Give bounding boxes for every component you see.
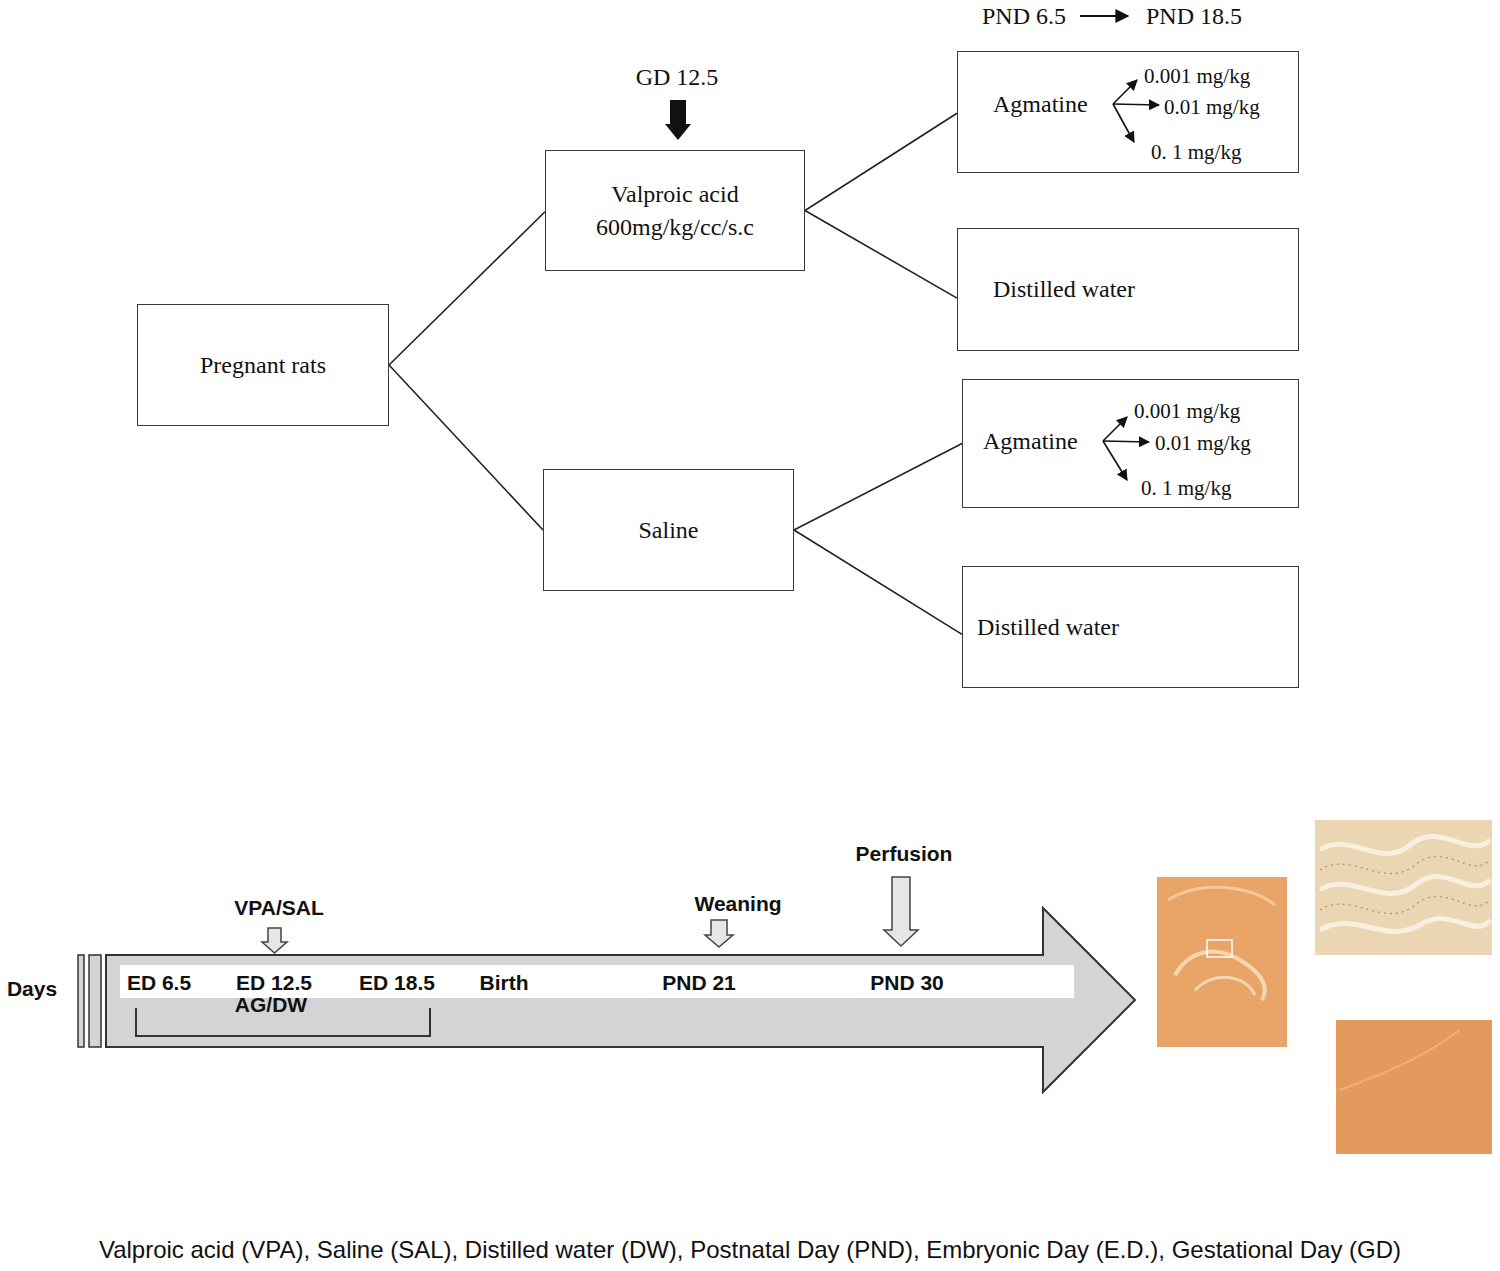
process-box: Valproic acid 600mg/kg/cc/s.c (545, 150, 805, 271)
box-label: Agmatine (993, 88, 1088, 120)
timeline-label: ED 18.5 (359, 972, 435, 993)
box-label: Distilled water (977, 611, 1119, 643)
timeline-label: Perfusion (856, 843, 953, 864)
timeline-label: AG/DW (235, 994, 307, 1015)
timeline-label: VPA/SAL (234, 897, 323, 918)
box-label: Pregnant rats (200, 349, 326, 381)
branch-line (805, 211, 957, 299)
dose-label: 0.01 mg/kg (1155, 429, 1251, 457)
timeline-label: PND 21 (662, 972, 736, 993)
dose-label: 0. 1 mg/kg (1151, 138, 1241, 166)
process-box: Agmatine 0.001 mg/kg 0.01 mg/kg 0. 1 mg/kg (957, 51, 1299, 173)
event-arrow (262, 928, 287, 953)
event-arrow (884, 877, 918, 946)
box-label: Distilled water (993, 273, 1135, 305)
timeline-arrow (106, 908, 1135, 1092)
process-box: Agmatine 0.001 mg/kg 0.01 mg/kg 0. 1 mg/kg (962, 379, 1299, 508)
branch-line (794, 444, 962, 530)
hippocampus-micrograph (1157, 877, 1287, 1047)
timeline-label: ED 6.5 (127, 972, 191, 993)
cortex-micrograph (1336, 1020, 1492, 1154)
timeline-label: Weaning (694, 893, 781, 914)
dose-label: 0.001 mg/kg (1134, 397, 1240, 425)
break-mark (78, 955, 84, 1047)
dose-label: 0. 1 mg/kg (1141, 474, 1231, 502)
branch-line (794, 530, 962, 634)
process-box: Saline (543, 469, 794, 591)
box-label: Agmatine (983, 425, 1078, 457)
dose-label: 0.01 mg/kg (1164, 93, 1260, 121)
time-label: GD 12.5 (636, 65, 719, 89)
dose-arrows (1103, 417, 1149, 480)
process-box: Distilled water (962, 566, 1299, 688)
process-box: Distilled water (957, 228, 1299, 351)
timeline-label: PND 30 (870, 972, 944, 993)
branch-line (805, 113, 957, 210)
branch-line (389, 212, 545, 365)
box-label: Valproic acid 600mg/kg/cc/s.c (557, 178, 793, 243)
figure-caption: Valproic acid (VPA), Saline (SAL), Disti… (0, 1236, 1500, 1265)
time-arrow (665, 100, 691, 140)
timeline-label: Days (7, 978, 57, 999)
timeline-label: ED 12.5 (236, 972, 312, 993)
branch-line (389, 365, 543, 530)
box-label: Saline (639, 514, 699, 546)
time-label: PND 6.5 (982, 4, 1066, 28)
process-box: Pregnant rats (137, 304, 389, 426)
dose-arrows (1113, 80, 1159, 142)
range-arrow (1080, 15, 1128, 17)
cerebellum-micrograph (1315, 820, 1492, 955)
time-label: PND 18.5 (1146, 4, 1242, 28)
timeline-label: Birth (480, 972, 529, 993)
event-arrow (705, 920, 733, 947)
break-mark (89, 955, 101, 1047)
dose-label: 0.001 mg/kg (1144, 62, 1250, 90)
